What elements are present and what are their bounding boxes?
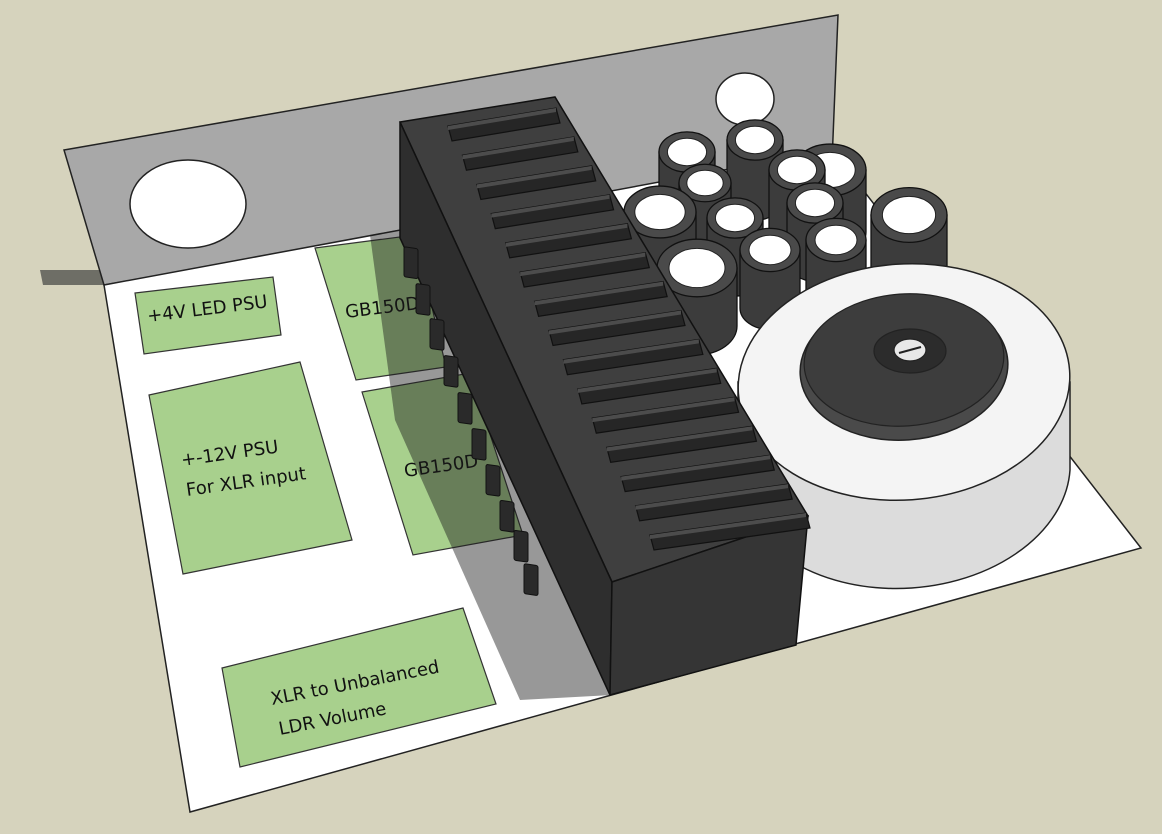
module-led-psu-board <box>134 276 282 355</box>
capacitor-vent <box>666 137 708 167</box>
bracket-shadow <box>40 270 108 285</box>
transistor-icon <box>457 392 473 425</box>
mounting-hole-icon <box>129 159 247 249</box>
transistor-icon <box>415 283 431 316</box>
heatsink-fin <box>620 454 776 493</box>
heatsink-fin <box>605 425 758 464</box>
heatsink-fin-edge <box>606 426 753 452</box>
heatsink-fin-edge <box>462 136 574 160</box>
mounting-hole-icon <box>715 72 775 126</box>
heatsink-fin-edge <box>563 339 699 364</box>
heatsink-fin-edge <box>635 484 789 510</box>
heatsink-fin <box>490 194 615 230</box>
heatsink-icon <box>398 96 811 696</box>
transistor-icon <box>429 318 445 351</box>
capacitor-vent <box>794 188 836 218</box>
module-psu-12v-board <box>148 361 353 575</box>
transistor-icon <box>471 428 487 461</box>
screw-slot <box>898 346 922 354</box>
module-xlr-ldr-board <box>221 607 497 768</box>
heatsink-fins <box>447 107 811 551</box>
transistor-icon <box>513 529 529 563</box>
heatsink-fin <box>519 251 651 288</box>
capacitor-vent <box>881 195 937 235</box>
heatsink-fin-edge <box>476 165 592 189</box>
capacitor-vent <box>686 169 724 197</box>
transistor-icon <box>485 464 501 497</box>
capacitor-vent <box>634 193 686 231</box>
capacitor-vent <box>748 234 792 266</box>
heatsink-fin <box>562 338 704 376</box>
module-led-psu: +4V LED PSU <box>134 276 282 355</box>
heatsink-fin-edge <box>577 368 717 393</box>
capacitor-vent <box>668 247 726 289</box>
heatsink-fin-edge <box>592 397 735 423</box>
capacitor-vent <box>776 155 818 185</box>
heatsink-fin-edge <box>505 223 628 247</box>
capacitor-vent <box>714 203 756 233</box>
heatsink-fin <box>533 280 668 317</box>
heatsink-fin-edge <box>448 108 556 130</box>
heatsink-fin <box>548 309 686 347</box>
module-psu-12v: +-12V PSU For XLR input <box>148 361 353 575</box>
transistor-icon <box>443 355 459 388</box>
heatsink-fin-edge <box>491 194 610 218</box>
module-xlr-ldr: XLR to Unbalanced LDR Volume <box>221 607 497 768</box>
transistor-icon <box>523 563 539 596</box>
heatsink-fin-edge <box>534 281 664 306</box>
capacitor-vent <box>814 224 858 256</box>
capacitor-vent <box>734 125 776 155</box>
heatsink-fin <box>504 223 633 259</box>
transistor-icon <box>499 500 515 533</box>
heatsink-fin <box>461 136 579 171</box>
heatsink-fin-edge <box>520 252 646 277</box>
heatsink-fin <box>649 512 811 551</box>
transistor-icon <box>403 246 419 279</box>
toroidal-transformer-icon <box>737 262 1071 590</box>
heatsink-fin-edge <box>650 513 806 539</box>
heatsink-fin-edge <box>549 310 681 335</box>
transistor-row <box>403 246 539 596</box>
heatsink-fin-edge <box>621 455 771 481</box>
capacitor-bank <box>623 119 948 356</box>
